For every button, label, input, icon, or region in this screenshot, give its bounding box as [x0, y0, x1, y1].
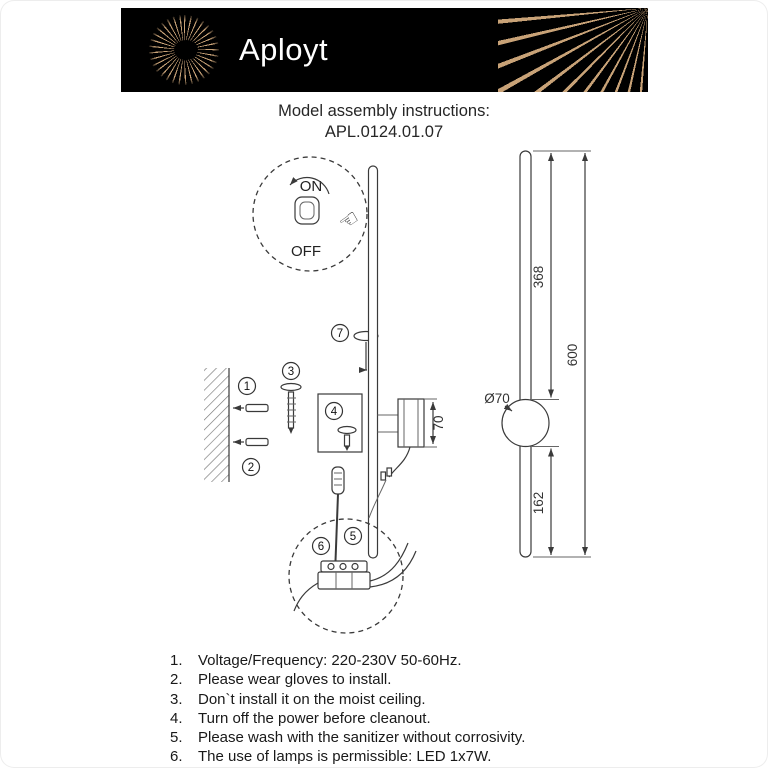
- dim-368-label: 368: [531, 266, 546, 289]
- item-number: 5.: [170, 729, 183, 747]
- hand-icon: ☜: [334, 204, 365, 236]
- wall-section: [204, 368, 230, 482]
- instruction-item-2: 2. Please wear gloves to install.: [170, 671, 640, 690]
- svg-text:6: 6: [318, 541, 324, 553]
- instruction-item-6: 6. The use of lamps is permissible: LED …: [170, 748, 640, 767]
- switch-off-label: OFF: [291, 243, 321, 260]
- switch-inner: [299, 201, 315, 220]
- lamp-tube-side: [367, 165, 379, 559]
- dowel-2: [233, 437, 269, 447]
- wire: [369, 550, 417, 588]
- lamp-front-view: [501, 150, 550, 558]
- item-number: 1.: [170, 652, 183, 669]
- part-label-6: 6: [311, 536, 331, 556]
- dim-depth-label: 70: [431, 415, 446, 430]
- title-block: Model assembly instructions: APL.0124.01…: [0, 101, 768, 143]
- item-number: 3.: [170, 690, 183, 708]
- wire: [388, 446, 411, 478]
- instruction-item-3: 3. Don`t install it on the moist ceiling…: [170, 691, 640, 710]
- assembly-diagram: ON OFF ☜ 1 2: [204, 150, 591, 634]
- svg-text:4: 4: [331, 406, 338, 418]
- svg-text:2: 2: [248, 462, 254, 474]
- instructions-list: 1. Voltage/Frequency: 220-230V 50-60Hz. …: [170, 652, 640, 768]
- model-number: APL.0124.01.07: [324, 123, 444, 141]
- item-number: 2.: [170, 671, 183, 689]
- dim-diameter-label: Ø70: [484, 391, 510, 406]
- wiring-detail: [288, 518, 417, 634]
- wall-hatch: [204, 368, 229, 482]
- switch-detail: ON OFF ☜: [252, 156, 368, 272]
- instruction-item-5: 5. Please wash with the sanitizer withou…: [170, 729, 640, 748]
- dowel-1: [233, 403, 269, 413]
- rotate-arrow: [289, 176, 330, 195]
- instruction-item-1: 1. Voltage/Frequency: 220-230V 50-60Hz.: [170, 652, 640, 671]
- bracket-part-4: 4: [317, 393, 363, 453]
- svg-text:1: 1: [244, 381, 250, 393]
- svg-text:7: 7: [337, 328, 343, 340]
- switch-body: [294, 196, 320, 225]
- screwdriver: [331, 466, 345, 562]
- detail-circle: [288, 518, 404, 634]
- item-number: 6.: [170, 748, 183, 766]
- lamp-tube-front: [519, 150, 532, 558]
- detail-circle: [252, 156, 368, 272]
- item-text: Please wear gloves to install.: [198, 671, 392, 689]
- item-text: Turn off the power before cleanout.: [198, 709, 431, 727]
- dimensions: 368 162 600 Ø70: [484, 150, 591, 558]
- brand-name: Aployt: [239, 32, 329, 67]
- page-title: Model assembly instructions:: [278, 102, 490, 120]
- switch-on-label: ON: [300, 178, 323, 195]
- part-label-5: 5: [343, 526, 363, 546]
- wire: [369, 542, 409, 582]
- item-text: Don`t install it on the moist ceiling.: [198, 690, 426, 708]
- dim-162-label: 162: [531, 492, 546, 515]
- item-text: Please wash with the sanitizer without c…: [198, 729, 526, 747]
- svg-text:3: 3: [288, 366, 294, 378]
- corner-rays-decoration: [498, 8, 648, 92]
- brand-header: Aployt: [121, 8, 648, 92]
- svg-text:5: 5: [350, 531, 356, 543]
- logo-center-dot: [174, 40, 198, 60]
- part-label-2: 2: [241, 457, 261, 477]
- screw-part-3: 3: [280, 361, 302, 434]
- canopy-side: [397, 398, 425, 448]
- item-text: Voltage/Frequency: 220-230V 50-60Hz.: [198, 652, 462, 669]
- part-label-1: 1: [237, 376, 257, 396]
- item-text: The use of lamps is permissible: LED 1x7…: [198, 748, 492, 766]
- wire: [293, 582, 319, 612]
- part-7: 7: [330, 323, 379, 373]
- canopy-front: [501, 398, 550, 448]
- terminal-block: [317, 571, 371, 590]
- instruction-item-4: 4. Turn off the power before cleanout.: [170, 710, 640, 729]
- dim-600-label: 600: [565, 344, 580, 367]
- item-number: 4.: [170, 709, 183, 727]
- lamp-side-view: 70: [367, 165, 446, 559]
